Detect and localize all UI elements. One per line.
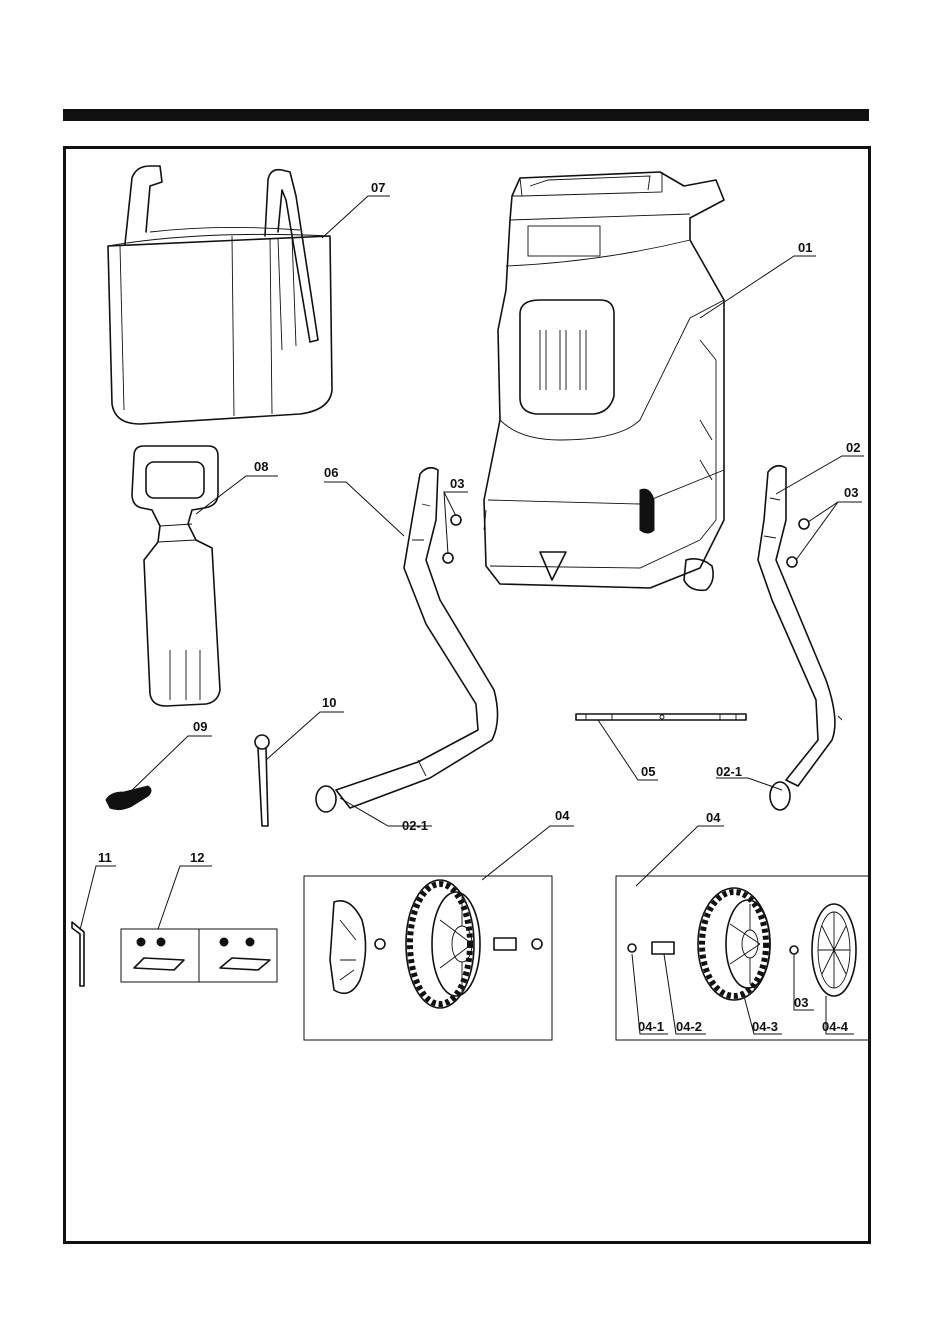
label-02-1-left: 02-1 [402, 818, 428, 833]
pusher-icon [132, 446, 220, 706]
label-01: 01 [798, 240, 812, 255]
wheel-icon [330, 880, 542, 1008]
label-02: 02 [846, 440, 860, 455]
label-04-1: 04-1 [638, 1019, 664, 1034]
label-03-wheel: 03 [794, 995, 808, 1010]
wheel-icon [628, 888, 856, 1000]
label-04-right: 04 [706, 810, 721, 825]
handle-tube-left-icon [316, 468, 498, 812]
label-03-right: 03 [844, 485, 858, 500]
label-02-1-right: 02-1 [716, 764, 742, 779]
label-03-left: 03 [450, 476, 464, 491]
hex-key-icon [72, 922, 84, 986]
blade-screw-kit-icon [121, 929, 277, 982]
label-09: 09 [193, 719, 207, 734]
handle-tube-right-icon [758, 466, 842, 810]
label-04-left: 04 [555, 808, 570, 823]
label-04-3: 04-3 [752, 1019, 778, 1034]
clip-icon [106, 786, 151, 810]
label-11: 11 [98, 850, 112, 865]
label-12: 12 [190, 850, 204, 865]
label-10: 10 [322, 695, 336, 710]
label-08: 08 [254, 459, 268, 474]
label-07: 07 [371, 180, 385, 195]
collection-bag-icon [108, 166, 332, 424]
key-icon [255, 735, 269, 826]
label-06: 06 [324, 465, 338, 480]
label-05: 05 [641, 764, 655, 779]
shredder-body-icon [484, 172, 724, 590]
nut-icon [787, 519, 809, 567]
label-04-2: 04-2 [676, 1019, 702, 1034]
axle-icon [576, 714, 746, 720]
label-04-4: 04-4 [822, 1019, 849, 1034]
